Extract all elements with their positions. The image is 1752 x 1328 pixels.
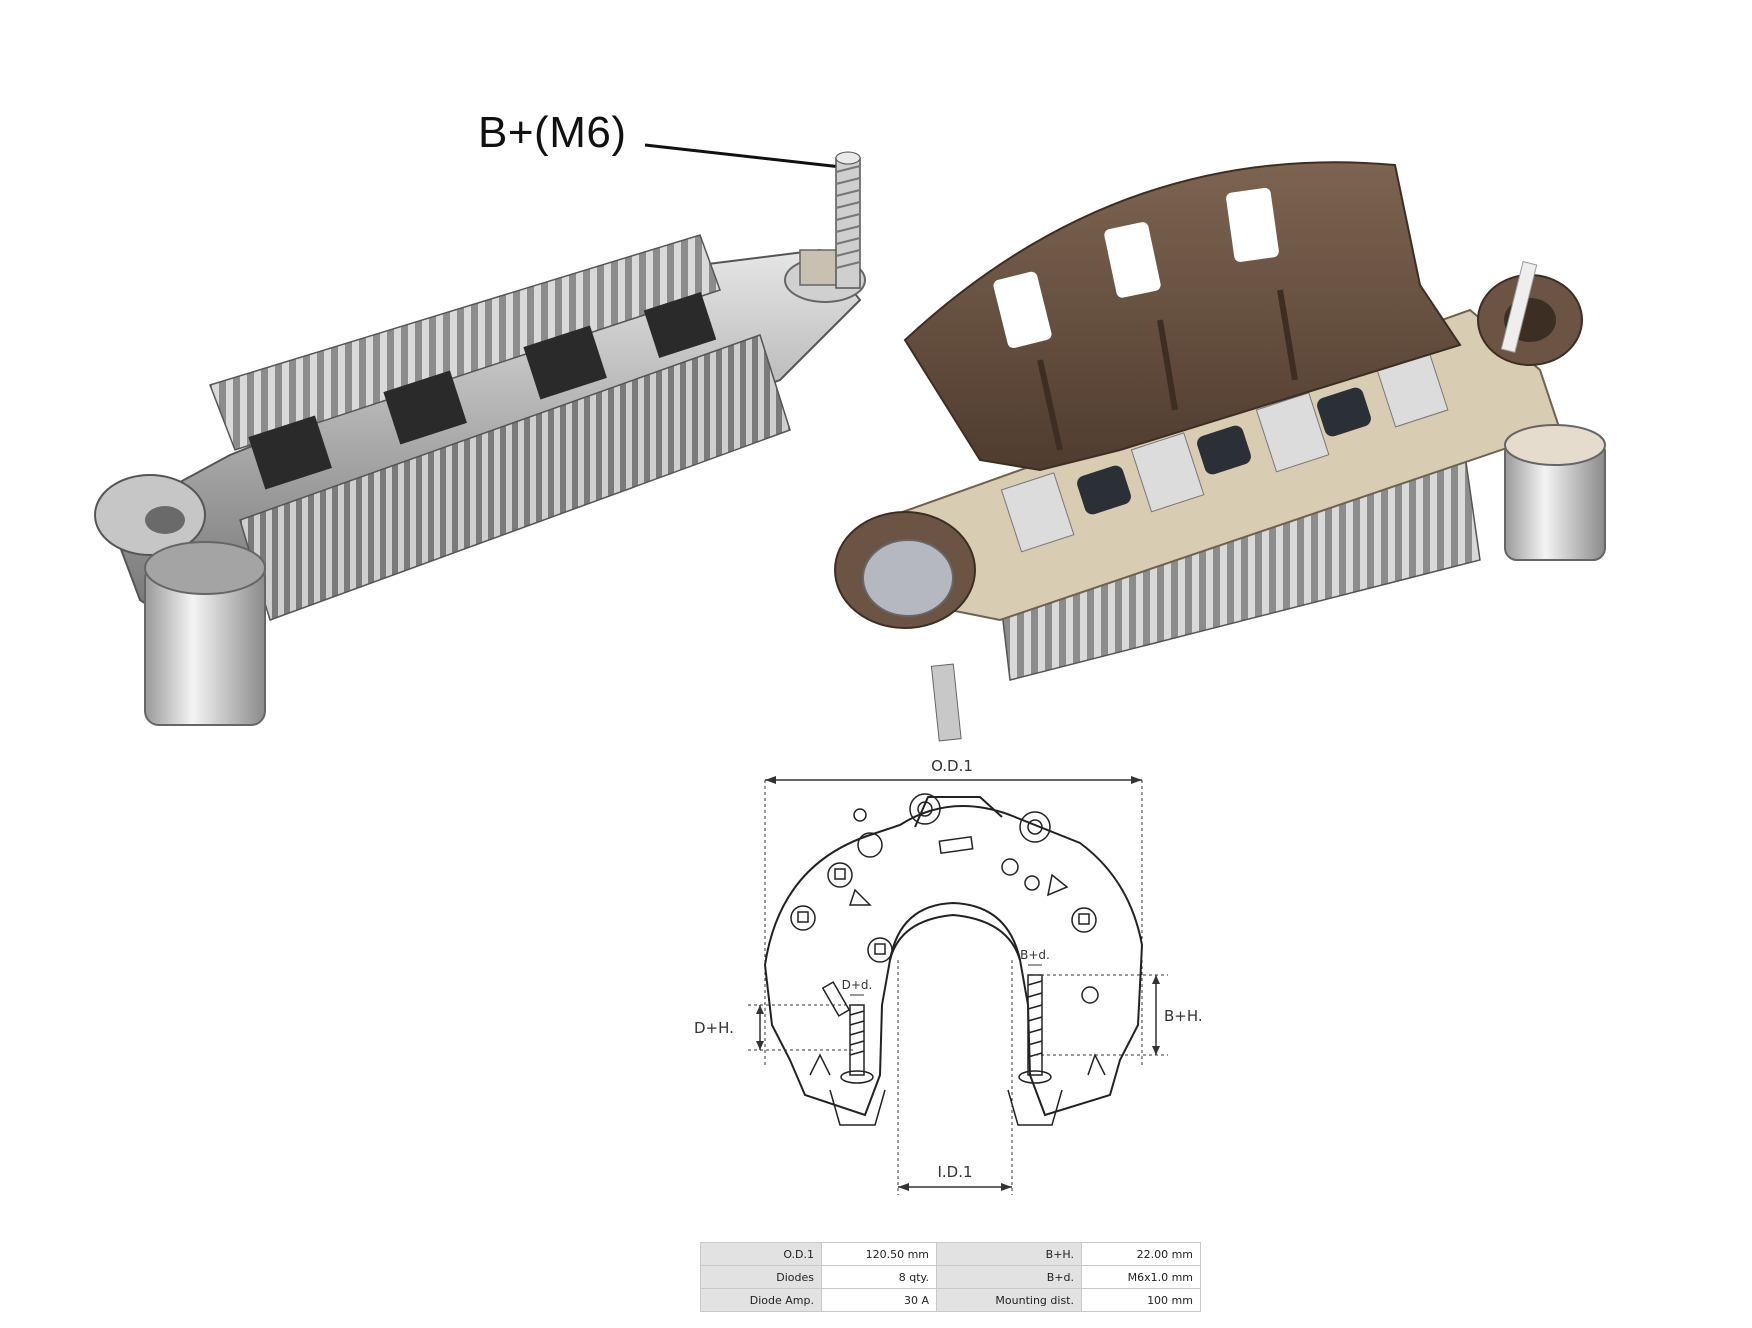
dh-label: D+H.	[694, 1019, 734, 1037]
dimension-diagram: O.D.1	[694, 757, 1203, 1195]
rectifier-features	[790, 793, 1106, 1076]
spec-value: M6x1.0 mm	[1081, 1265, 1201, 1289]
product-photo	[94, 143, 1606, 742]
table-row: Diode Amp. 30 A Mounting dist. 100 mm	[700, 1288, 1201, 1312]
rectifier-outline	[763, 796, 1144, 1117]
rectifier-heatsink-photo	[94, 234, 866, 726]
spec-value: 30 A	[821, 1288, 937, 1312]
b-plus-h-dimension: B+H.	[1035, 974, 1203, 1056]
b-plus-bolt	[1007, 974, 1063, 1126]
bolt-icon	[835, 151, 861, 289]
od-dimension: O.D.1	[764, 757, 1143, 1065]
spec-value: 8 qty.	[821, 1265, 937, 1289]
spec-label: Mounting dist.	[936, 1288, 1082, 1312]
spec-value: 22.00 mm	[1081, 1242, 1201, 1266]
spec-table: O.D.1 120.50 mm B+H. 22.00 mm Diodes 8 q…	[700, 1242, 1201, 1312]
spec-value: 120.50 mm	[821, 1242, 937, 1266]
table-row: O.D.1 120.50 mm B+H. 22.00 mm	[700, 1242, 1201, 1266]
spec-label: Diodes	[700, 1265, 822, 1289]
dd-label: D+d.	[842, 978, 873, 992]
spec-label: Diode Amp.	[700, 1288, 822, 1312]
d-plus-d-dimension: D+d.	[842, 978, 873, 996]
spec-label: B+d.	[936, 1265, 1082, 1289]
b-plus-d-dimension: B+d.	[1020, 948, 1050, 966]
spec-label: O.D.1	[700, 1242, 822, 1266]
bd-label: B+d.	[1020, 948, 1050, 962]
id-label: I.D.1	[937, 1163, 972, 1181]
d-plus-h-dimension: D+H.	[694, 1004, 855, 1051]
od-label: O.D.1	[931, 757, 973, 775]
callout-line	[644, 143, 851, 170]
bh-label: B+H.	[1164, 1007, 1203, 1025]
id-dimension: I.D.1	[897, 960, 1013, 1195]
table-row: Diodes 8 qty. B+d. M6x1.0 mm	[700, 1265, 1201, 1289]
d-plus-bolt	[829, 1004, 886, 1126]
spec-label: B+H.	[936, 1242, 1082, 1266]
b-plus-callout-label: B+(M6)	[478, 108, 627, 157]
rectifier-housing-photo	[834, 161, 1606, 742]
spec-value: 100 mm	[1081, 1288, 1201, 1312]
